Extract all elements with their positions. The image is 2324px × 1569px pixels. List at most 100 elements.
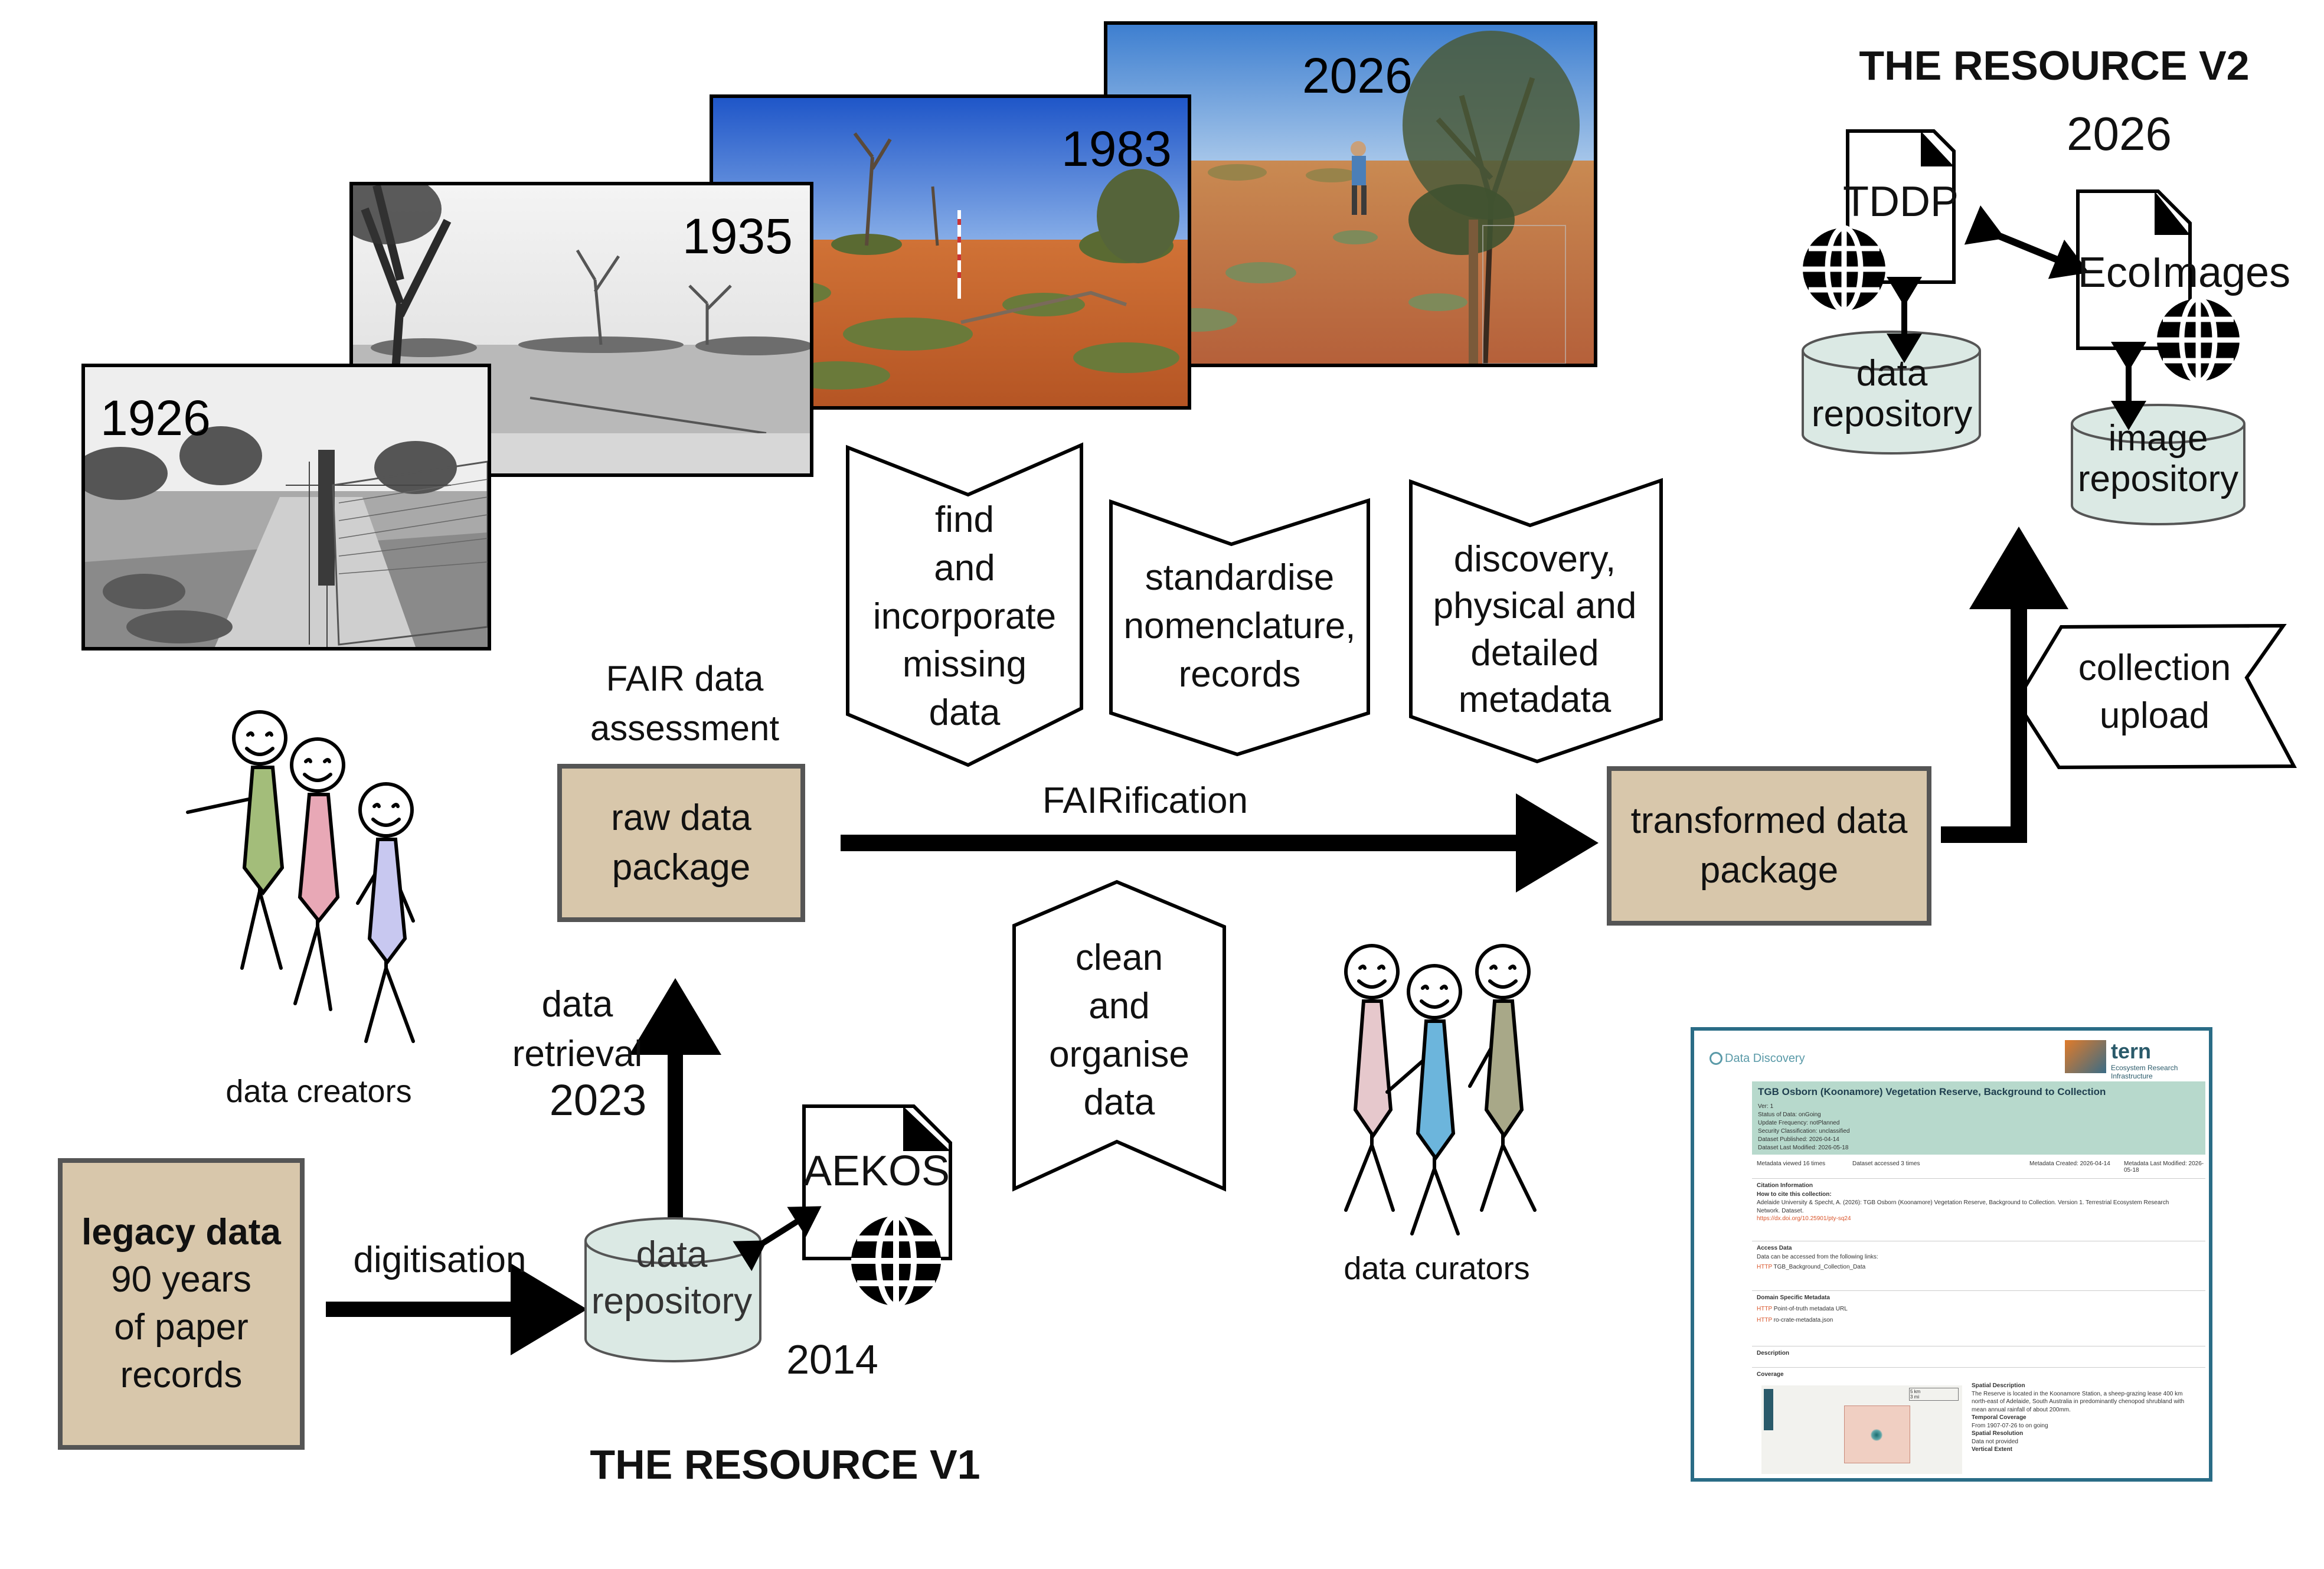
step-clean-label: clean and organise data bbox=[1049, 937, 1189, 1123]
tern-brand-sub: Ecosystem Research Infrastructure bbox=[2111, 1064, 2178, 1080]
resolution-text: Data not provided bbox=[1972, 1438, 2018, 1445]
v2-data-repository-label: data repository bbox=[1811, 353, 1973, 435]
coverage-map[interactable]: 5 km 3 mi bbox=[1761, 1385, 1962, 1474]
domain-link[interactable]: Point-of-truth metadata URL bbox=[1773, 1306, 1848, 1312]
step-standardise-label: standardise nomenclature, records bbox=[1123, 557, 1356, 695]
map-scale-bar: 5 km 3 mi bbox=[1909, 1388, 1959, 1401]
spatial-title: Spatial Description bbox=[1972, 1382, 2025, 1389]
access-link[interactable]: TGB_Background_Collection_Data bbox=[1773, 1264, 1866, 1270]
citation-link[interactable]: https://dx.doi.org/10.25901/pty-sq24 bbox=[1757, 1215, 1851, 1222]
fair-assessment-label: FAIR data assessment bbox=[590, 659, 780, 748]
domain-link[interactable]: ro-crate-metadata.json bbox=[1773, 1317, 1833, 1323]
step-discovery-shape bbox=[1409, 478, 1663, 764]
v1-data-repository-cylinder bbox=[584, 1217, 761, 1362]
person-figure bbox=[1344, 944, 1400, 1212]
meta-line: Dataset Published: 2026-04-14 bbox=[1758, 1136, 1839, 1143]
map-zoom-control[interactable] bbox=[1764, 1389, 1773, 1430]
photo-1935-image bbox=[353, 185, 810, 473]
data-retrieval-year: 2023 bbox=[549, 1076, 647, 1125]
access-section[interactable]: Access Data Data can be accessed from th… bbox=[1752, 1241, 2205, 1270]
domain-link-row[interactable]: HTTP Point-of-truth metadata URL bbox=[1757, 1306, 2201, 1312]
resolution-title: Spatial Resolution bbox=[1972, 1430, 2024, 1437]
person-figure bbox=[290, 737, 345, 1011]
person-figure bbox=[186, 710, 287, 970]
digitisation-label: digitisation bbox=[353, 1240, 527, 1280]
domain-link-row[interactable]: HTTP ro-crate-metadata.json bbox=[1757, 1317, 2201, 1323]
citation-text: Adelaide University & Specht, A. (2026):… bbox=[1757, 1199, 2169, 1214]
http-badge: HTTP bbox=[1757, 1317, 1772, 1323]
domain-section[interactable]: Domain Specific Metadata HTTP Point-of-t… bbox=[1752, 1290, 2205, 1323]
citation-header: Citation Information bbox=[1757, 1182, 1813, 1189]
raw-data-package-box: raw data package bbox=[557, 764, 805, 922]
photo-1926-image bbox=[85, 367, 488, 647]
data-curators-label: data curators bbox=[1344, 1251, 1530, 1286]
tern-logo-icon bbox=[2065, 1040, 2106, 1073]
aekos-label: AEKOS bbox=[803, 1148, 950, 1195]
photo-year: 1983 bbox=[1061, 121, 1172, 176]
dataset-title: TGB Osborn (Koonamore) Vegetation Reserv… bbox=[1758, 1086, 2106, 1097]
stat-created: Metadata Created: 2026-04-14 bbox=[2029, 1161, 2110, 1167]
meta-line: Status of Data: onGoing bbox=[1758, 1112, 1821, 1118]
person-figure bbox=[1468, 944, 1537, 1212]
upload-arrow bbox=[1941, 527, 2068, 843]
coverage-header: Coverage bbox=[1757, 1371, 1784, 1378]
step-standardise-shape bbox=[1109, 498, 1370, 757]
description-header: Description bbox=[1757, 1350, 1790, 1356]
fairification-label: FAIRification bbox=[1042, 780, 1248, 821]
v2-data-repository-cylinder bbox=[1802, 331, 1981, 455]
access-link-row[interactable]: HTTP TGB_Background_Collection_Data bbox=[1757, 1264, 2201, 1270]
person-figure bbox=[1385, 964, 1462, 1235]
person-figure bbox=[1351, 141, 1367, 215]
globe-icon bbox=[2157, 296, 2240, 384]
legacy-data-body: 90 years of paper records bbox=[111, 1259, 251, 1395]
step-discovery-label: discovery, physical and detailed metadat… bbox=[1433, 539, 1637, 721]
tern-screenshot: Data Discovery tern Ecosystem Research I… bbox=[1691, 1027, 2212, 1482]
tddp-ecoimages-arrow bbox=[1964, 205, 2089, 279]
data-creators-figures bbox=[186, 710, 415, 1043]
http-badge: HTTP bbox=[1757, 1306, 1772, 1312]
step-find-shape bbox=[846, 442, 1083, 767]
image-repository-label: image repository bbox=[2077, 418, 2239, 500]
resource-v2-year: 2026 bbox=[2067, 107, 2172, 160]
stat-accessed: Dataset accessed 3 times bbox=[1852, 1161, 1920, 1167]
coverage-section[interactable]: Coverage 5 km 3 mi Spatial Description T… bbox=[1752, 1367, 2205, 1478]
photo-year: 1935 bbox=[682, 208, 793, 264]
photo-1935: 1935 bbox=[349, 182, 813, 477]
dataset-meta: Ver: 1 Status of Data: onGoing Update Fr… bbox=[1758, 1103, 1850, 1152]
photo-year: 2026 bbox=[1302, 48, 1413, 103]
meta-line: Update Frequency: notPlanned bbox=[1758, 1120, 1840, 1126]
resource-v2-title: THE RESOURCE V2 bbox=[1859, 43, 2250, 89]
ecoimages-document-icon bbox=[2076, 189, 2192, 350]
tern-brand: tern bbox=[2111, 1039, 2152, 1063]
data-retrieval-label: data retrieval bbox=[512, 984, 643, 1074]
http-badge: HTTP bbox=[1757, 1264, 1772, 1270]
meta-line: Security Classification: unclassified bbox=[1758, 1128, 1850, 1135]
step-clean-shape bbox=[1012, 880, 1226, 1192]
collection-upload-label: collection upload bbox=[2078, 648, 2231, 736]
photo-year: 1926 bbox=[100, 390, 211, 446]
v1-data-repository-label: data repository bbox=[591, 1234, 753, 1322]
scale-mi: 3 mi bbox=[1910, 1394, 1920, 1400]
person-figure bbox=[356, 782, 415, 1043]
citation-sub: How to cite this collection: bbox=[1757, 1191, 1832, 1198]
temporal-text: From 1907-07-26 to on going bbox=[1972, 1422, 2048, 1429]
data-discovery-link[interactable]: Data Discovery bbox=[1725, 1052, 1805, 1065]
dataset-header: TGB Osborn (Koonamore) Vegetation Reserv… bbox=[1752, 1081, 2205, 1155]
temporal-title: Temporal Coverage bbox=[1972, 1414, 2026, 1421]
access-sub: Data can be accessed from the following … bbox=[1757, 1254, 1878, 1260]
meta-line: Ver: 1 bbox=[1758, 1103, 1774, 1110]
tddp-label: TDDP bbox=[1843, 178, 1959, 225]
stat-modified: Metadata Last Modified: 2026-05-18 bbox=[2124, 1161, 2204, 1174]
citation-section[interactable]: Citation Information How to cite this co… bbox=[1752, 1178, 2205, 1222]
map-marker bbox=[1871, 1429, 1882, 1441]
description-section[interactable]: Description bbox=[1752, 1346, 2205, 1360]
transformed-data-package-box: transformed data package bbox=[1607, 766, 1931, 926]
legacy-data-title: legacy data bbox=[81, 1211, 281, 1253]
legacy-data-box: legacy data 90 years of paper records bbox=[58, 1158, 305, 1450]
domain-header: Domain Specific Metadata bbox=[1757, 1295, 1830, 1301]
data-creators-label: data creators bbox=[225, 1074, 412, 1109]
globe-icon bbox=[851, 1213, 941, 1309]
ecoimages-label: EcoImages bbox=[2077, 249, 2291, 296]
